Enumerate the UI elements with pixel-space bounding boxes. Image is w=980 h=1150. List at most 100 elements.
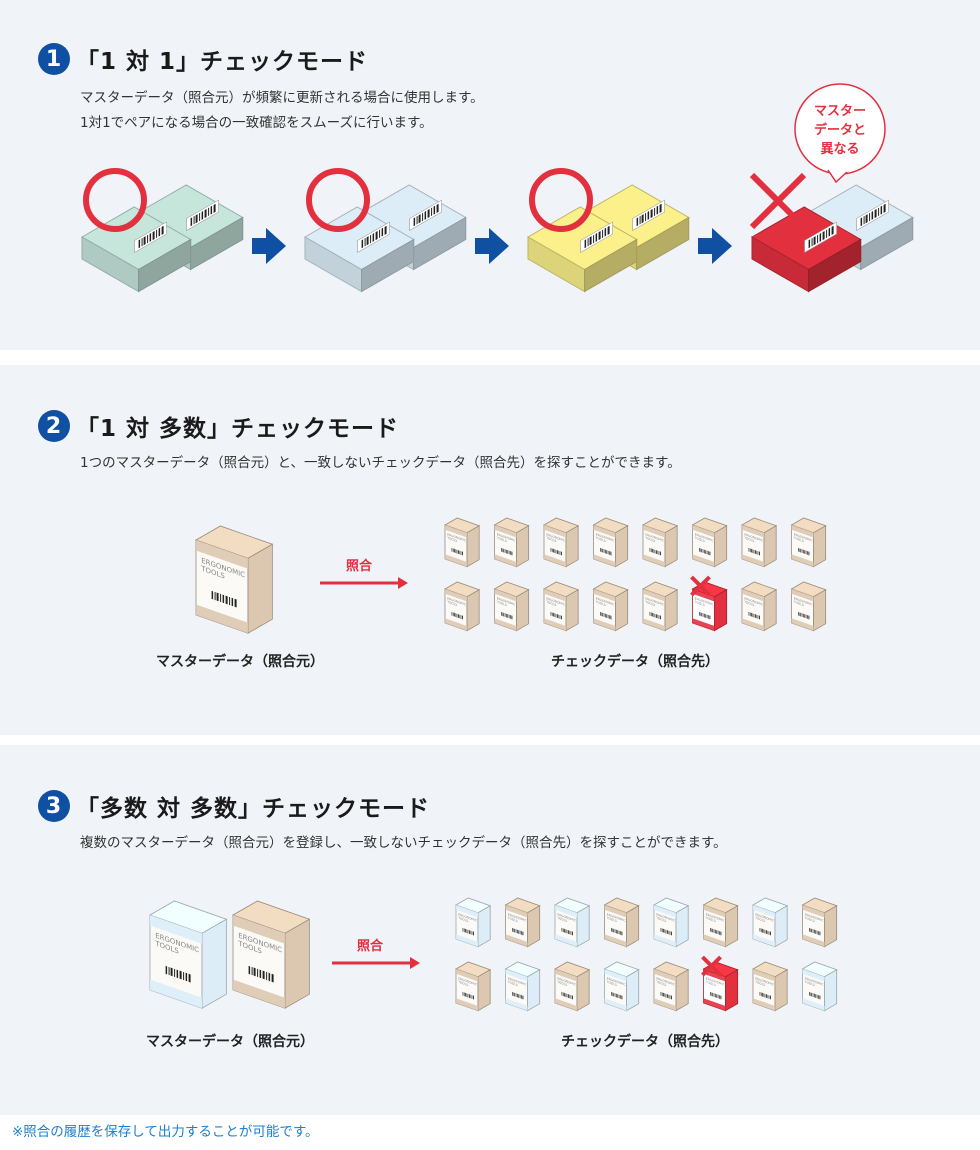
box-brand-text: TOOLS (644, 599, 655, 607)
match-arrow-icon (320, 577, 408, 589)
speech-bubble-line: マスター (813, 104, 866, 119)
circle-ok-icon (529, 168, 593, 232)
box-brand-text: TOOLS (507, 979, 518, 987)
section-3-title-text: 「多数 対 多数」チェックモード (76, 796, 431, 822)
box-brand-text: TOOLS (743, 599, 754, 607)
barcode-icon (186, 199, 219, 232)
footnote: ※照合の履歴を保存して出力することが可能です。 (12, 1124, 319, 1140)
section-2-arrow-label: 照合 (346, 559, 373, 574)
section-1-title-text: 「1 対 1」チェックモード (76, 49, 369, 75)
box-brand-text: TOOLS (556, 979, 567, 987)
box-brand-text: ERGONOMIC (447, 596, 466, 606)
section-1-diagram (80, 168, 914, 293)
box-brand-text: TOOLS (496, 535, 507, 543)
box-brand-text: ERGONOMIC (497, 596, 516, 606)
barcode-icon (632, 199, 665, 232)
slab-front (750, 206, 862, 293)
right-arrow-icon (252, 228, 286, 264)
section-3-description: 複数のマスターデータ（照合元）を登録し、一致しないチェックデータ（照合先）を探す… (80, 831, 727, 856)
box-brand-text: ERGONOMIC (794, 532, 813, 542)
section-3-check-label: チェックデータ（照合先） (561, 1034, 729, 1050)
box-brand-text: ERGONOMIC (497, 532, 516, 542)
circle-ok-icon (306, 168, 370, 232)
box-brand-text: TOOLS (754, 979, 765, 987)
box-brand-text: ERGONOMIC (656, 976, 675, 986)
barcode-icon (357, 221, 390, 254)
barcode-icon (409, 199, 442, 232)
box-brand-text: ERGONOMIC (546, 532, 565, 542)
section-2-title: 2 「1 対 多数」チェックモード (38, 409, 399, 443)
box-brand-text: ERGONOMIC (607, 976, 626, 986)
box-brand-text: ERGONOMIC (458, 976, 477, 986)
box-brand-text: TOOLS (507, 915, 518, 923)
section-2-description: 1つのマスターデータ（照合元）と、一致しないチェックデータ（照合先）を探すことが… (80, 451, 681, 476)
box-brand-text: TOOLS (644, 535, 655, 543)
cross-ng-icon (749, 172, 807, 230)
section-3-master-label: マスターデータ（照合元） (146, 1034, 314, 1050)
circle-ok-icon (83, 168, 147, 232)
box-brand-text: ERGONOMIC (794, 596, 813, 606)
speech-bubble-icon: マスター データと 異なる (792, 82, 888, 184)
box-brand-text: TOOLS (606, 915, 617, 923)
box-brand-text: ERGONOMIC (447, 532, 466, 542)
right-arrow-icon (475, 228, 509, 264)
section-2-number: 2 (38, 410, 70, 442)
box-brand-text: ERGONOMIC (744, 596, 763, 606)
match-arrow-icon (332, 957, 420, 969)
section-3-panel: 3 「多数 対 多数」チェックモード 複数のマスターデータ（照合元）を登録し、一… (0, 745, 980, 1115)
barcode-icon (856, 199, 889, 232)
box-brand-text: TOOLS (595, 599, 606, 607)
box-brand-text: TOOLS (457, 915, 468, 923)
box-brand-text: ERGONOMIC (805, 912, 824, 922)
box-brand-text: TOOLS (705, 915, 716, 923)
box-brand-text: TOOLS (545, 599, 556, 607)
section-1-number: 1 (38, 43, 70, 75)
box-brand-text: ERGONOMIC (546, 596, 565, 606)
box-brand-text: ERGONOMIC (557, 912, 576, 922)
box-brand-text: TOOLS (793, 535, 804, 543)
section-3-title: 3 「多数 対 多数」チェックモード (38, 789, 430, 823)
box-brand-text: TOOLS (556, 915, 567, 923)
box-brand-text: ERGONOMIC (607, 912, 626, 922)
section-1-description-line: マスターデータ（照合元）が頻繁に更新される場合に使用します。 (80, 90, 484, 106)
box-brand-text: ERGONOMIC (755, 976, 774, 986)
box-brand-text: TOOLS (446, 599, 457, 607)
box-brand-text: TOOLS (655, 979, 666, 987)
speech-bubble-line: データと (813, 123, 866, 138)
cross-ng-icon (690, 575, 711, 597)
box-brand-text: TOOLS (457, 979, 468, 987)
section-3-description-line: 複数のマスターデータ（照合元）を登録し、一致しないチェックデータ（照合先）を探す… (80, 835, 727, 851)
section-2-check-label: チェックデータ（照合先） (551, 654, 719, 670)
box-brand-text: ERGONOMIC (596, 596, 615, 606)
barcode-icon (134, 221, 167, 254)
speech-bubble-text: マスター データと 異なる (792, 102, 888, 159)
box-brand-text: TOOLS (496, 599, 507, 607)
slab-front (80, 206, 192, 293)
box-brand-text: ERGONOMIC (645, 532, 664, 542)
box-brand-text: ERGONOMIC (706, 976, 725, 986)
